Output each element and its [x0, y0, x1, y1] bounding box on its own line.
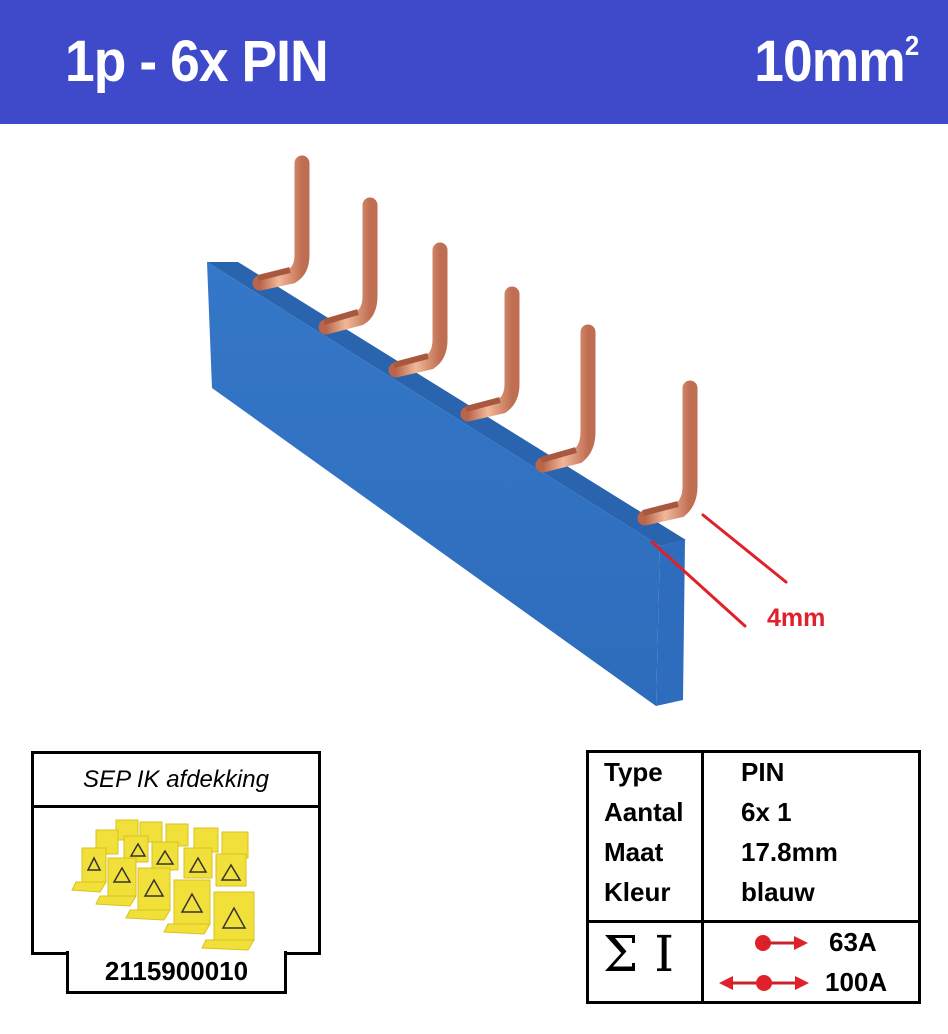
current-row-single: 63A	[707, 925, 907, 961]
cross-section-value: 10mm	[754, 29, 905, 94]
spec-key: Aantal	[604, 797, 684, 827]
spec-table-divider	[701, 753, 704, 1001]
spec-row-kleur: Kleur blauw	[589, 877, 918, 917]
dimension-lines	[650, 513, 788, 628]
protective-covers-image	[71, 819, 255, 951]
busbar-body	[207, 262, 660, 706]
spec-value: PIN	[741, 757, 785, 787]
spec-value: 6x 1	[741, 797, 792, 827]
spec-table: Type PIN Aantal 6x 1 Maat 17.8mm Kleur b…	[586, 750, 921, 1004]
spec-row-maat: Maat 17.8mm	[589, 837, 918, 877]
busbar-product-image	[207, 155, 788, 706]
header-banner: 1p - 6x PIN 10mm2	[0, 0, 948, 124]
accessory-box: SEP IK afdekking	[31, 751, 321, 955]
sum-current-symbol: Σ I	[603, 925, 674, 983]
spec-key: Kleur	[604, 877, 671, 907]
cross-section-spec: 10mm2	[754, 28, 919, 95]
current-value-single: 63A	[829, 927, 877, 957]
spec-row-type: Type PIN	[589, 757, 918, 797]
spec-table-top	[589, 753, 918, 923]
spec-key: Type	[604, 757, 663, 787]
accessory-title: SEP IK afdekking	[34, 754, 318, 808]
spec-key: Maat	[604, 837, 664, 867]
center-feed-double-arrow-icon	[719, 975, 809, 991]
single-feed-arrow-icon	[755, 935, 808, 951]
current-value-center: 100A	[825, 967, 888, 997]
spec-value: blauw	[741, 877, 815, 907]
warning-triangle-icons	[86, 842, 247, 929]
cross-section-superscript: 2	[904, 29, 919, 61]
spec-row-aantal: Aantal 6x 1	[589, 797, 918, 837]
accessory-code: 2115900010	[66, 951, 287, 994]
spec-value: 17.8mm	[741, 837, 838, 867]
dimension-label: 4mm	[767, 604, 826, 632]
current-row-center: 100A	[707, 965, 907, 1001]
copper-pins	[252, 155, 698, 526]
product-title: 1p - 6x PIN	[65, 29, 329, 94]
